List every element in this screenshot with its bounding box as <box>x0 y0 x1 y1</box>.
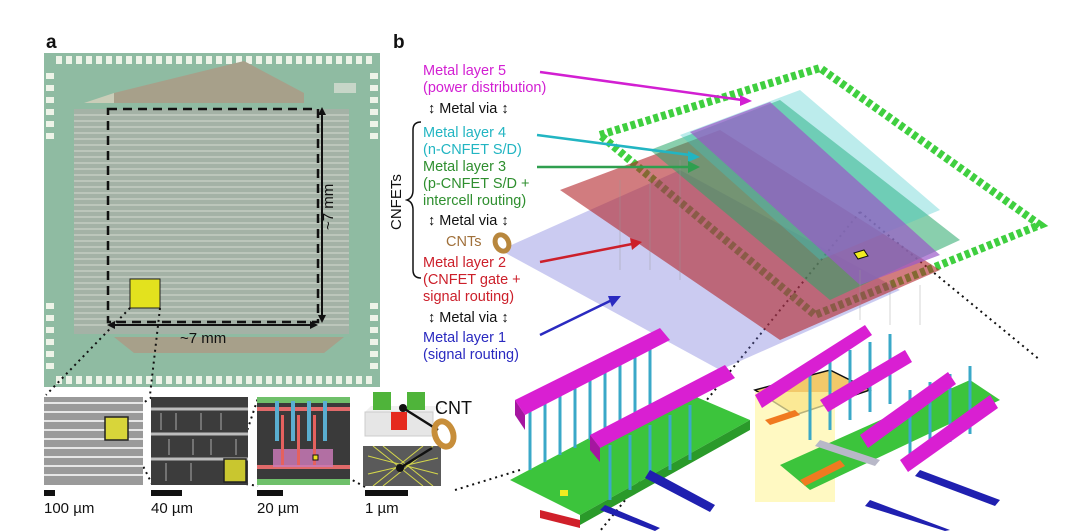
inset-sem-40um <box>151 397 248 485</box>
cnt-callout-label: CNT <box>435 398 472 418</box>
layer-4-title: Metal layer 4 <box>423 125 507 141</box>
scale-label-20um: 20 µm <box>257 500 299 517</box>
cnfets-bracket <box>405 121 422 279</box>
cnfets-group-label: CNFETs <box>388 174 405 230</box>
panel-a-label: a <box>46 32 57 53</box>
scale-bar-40um <box>151 490 182 496</box>
double-arrow-icon: ↕ <box>501 101 509 117</box>
via-text: Metal via <box>439 310 498 326</box>
via-label-3: ↕ Metal via ↕ <box>428 310 509 327</box>
layer-2-desc-line1: (CNFET gate + <box>423 272 521 288</box>
cnfet-schematic <box>363 390 443 440</box>
cnts-label: CNTs <box>446 234 482 250</box>
inset-sem-100um <box>44 397 143 485</box>
scale-label-1um: 1 µm <box>365 500 399 517</box>
layer-2-desc-line2: signal routing) <box>423 289 515 305</box>
cnt-arrows <box>396 404 439 472</box>
layer-5-title: Metal layer 5 <box>423 63 507 79</box>
layer-3-desc-line1: (p-CNFET S/D + <box>423 176 530 192</box>
via-label-1: ↕ Metal via ↕ <box>428 101 509 118</box>
chip-micrograph <box>44 53 380 387</box>
inset-layout-20um <box>257 397 350 485</box>
scale-bar-1um <box>365 490 408 496</box>
layer-3-title: Metal layer 3 <box>423 159 507 175</box>
chip-3d-layer-render <box>500 63 1049 370</box>
dimension-horizontal-label: ~7 mm <box>180 330 227 347</box>
layer-3-desc-line2: intercell routing) <box>423 193 527 209</box>
layer-4-desc: (n-CNFET S/D) <box>423 142 522 158</box>
layer-1-title: Metal layer 1 <box>423 330 507 346</box>
double-arrow-icon: ↕ <box>428 101 436 117</box>
layer-5-desc: (power distribution) <box>423 80 547 96</box>
scale-bar-100um <box>44 490 55 496</box>
scale-label-40um: 40 µm <box>151 500 193 517</box>
via-text: Metal via <box>439 101 498 117</box>
scale-bar-20um <box>257 490 283 496</box>
scale-label-100um: 100 µm <box>44 500 95 517</box>
panel-b-label: b <box>393 32 405 53</box>
double-arrow-icon: ↕ <box>428 310 436 326</box>
double-arrow-icon: ↕ <box>501 310 509 326</box>
layer-2-title: Metal layer 2 <box>423 255 507 271</box>
cell-3d-closeup <box>510 325 1000 531</box>
layer-1-desc: (signal routing) <box>423 347 519 363</box>
double-arrow-icon: ↕ <box>501 213 509 229</box>
via-label-2: ↕ Metal via ↕ <box>428 213 509 230</box>
double-arrow-icon: ↕ <box>428 213 436 229</box>
via-text: Metal via <box>439 213 498 229</box>
